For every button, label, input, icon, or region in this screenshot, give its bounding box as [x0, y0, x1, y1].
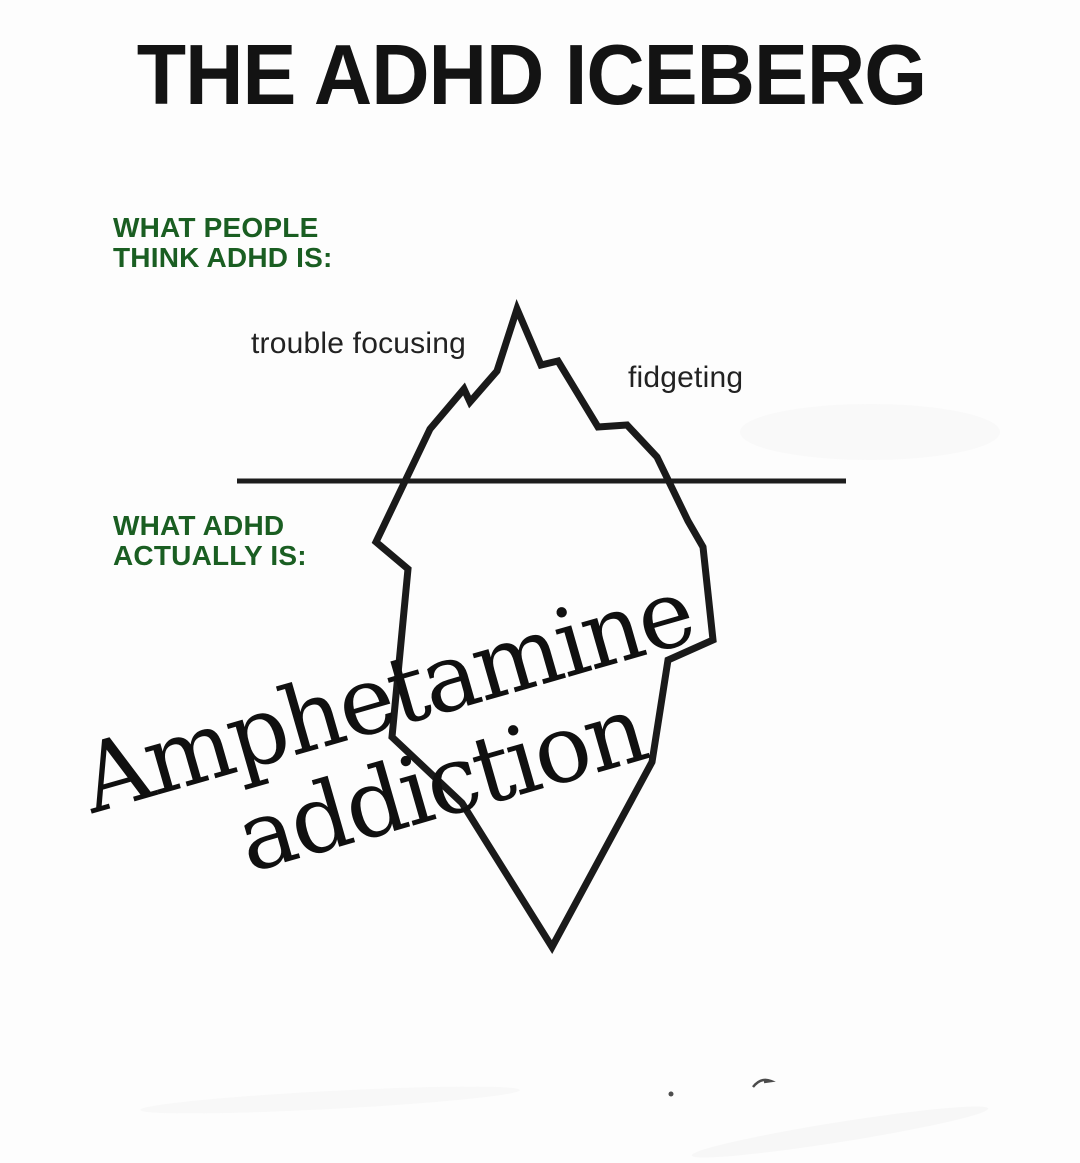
ink-speck-artifact [752, 1078, 776, 1088]
below-water-heading: WHAT ADHD ACTUALLY IS: [113, 511, 307, 571]
title-wrap: THE ADHD ICEBERG [0, 33, 1071, 118]
above-water-heading-line1: WHAT PEOPLE [113, 212, 319, 243]
smudge-artifact [691, 1106, 989, 1158]
smudge-artifact [140, 1086, 520, 1114]
smudge-artifact [740, 404, 1000, 460]
above-water-heading-line2: THINK ADHD IS: [113, 242, 333, 273]
page-title: THE ADHD ICEBERG [136, 28, 926, 123]
iceberg-outline [371, 299, 717, 954]
ink-speck-artifact [668, 1091, 674, 1097]
below-water-heading-line2: ACTUALLY IS: [113, 540, 307, 571]
label-fidgeting: fidgeting [628, 361, 744, 394]
label-trouble-focusing: trouble focusing [251, 327, 467, 360]
above-water-heading: WHAT PEOPLE THINK ADHD IS: [113, 213, 333, 273]
below-water-heading-line1: WHAT ADHD [113, 510, 285, 541]
